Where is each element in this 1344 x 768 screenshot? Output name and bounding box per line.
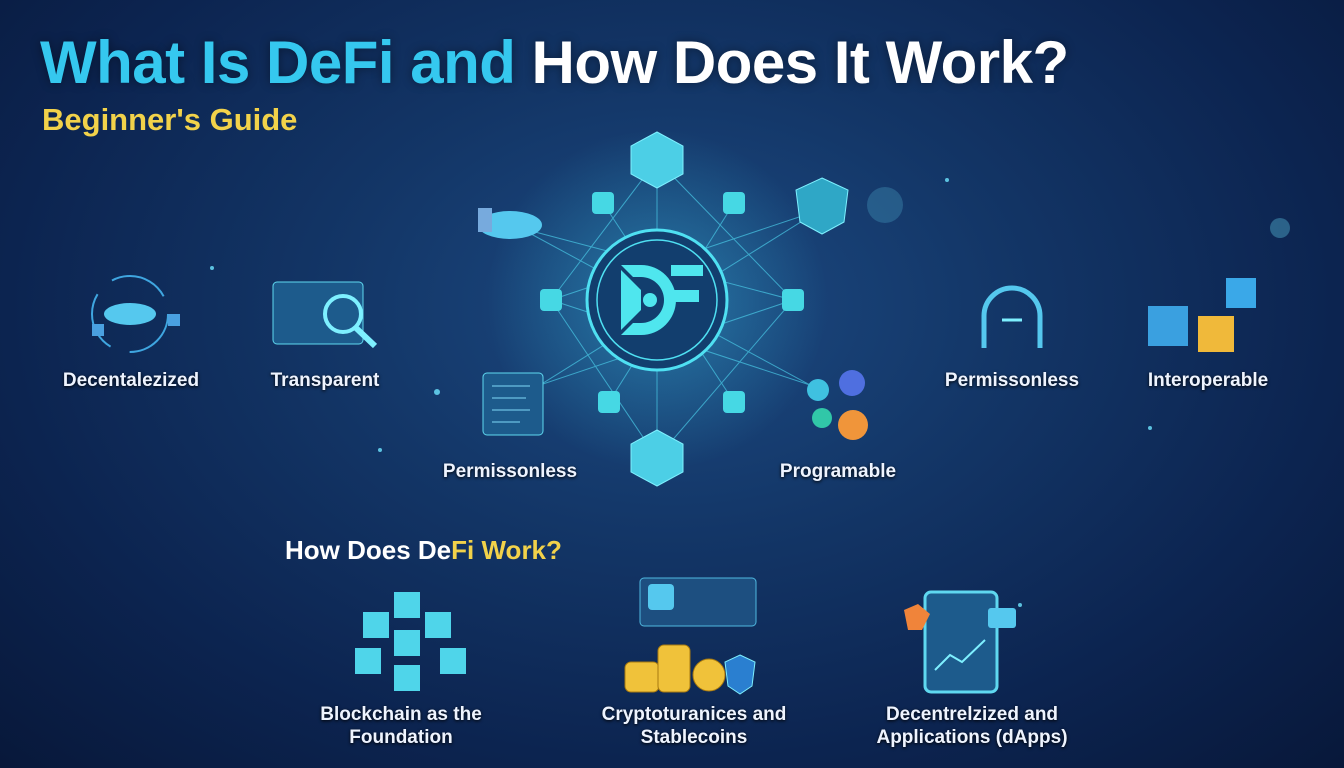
decentralized-icon: [91, 275, 180, 353]
how-heading: How Does DeFi Work?: [285, 535, 562, 566]
work-item-line2: Foundation: [349, 727, 453, 748]
work-item-line1: Cryptoturanices and: [601, 704, 787, 725]
puzzle-icon: [1148, 278, 1256, 352]
gears-icon: [807, 370, 868, 440]
page-subtitle: Beginner's Guide: [42, 102, 298, 137]
work-item-line1: Decentrelzized and: [885, 704, 1059, 725]
work-item-line2: Stablecoins: [640, 727, 748, 748]
document-icon: [482, 372, 544, 436]
hex-nodes: [630, 131, 684, 487]
work-item-line2: Applications (dApps): [876, 727, 1068, 748]
how-heading-yellow: Fi Work?: [451, 535, 562, 565]
title-highlight: What Is DeFi and: [40, 29, 516, 96]
feature-interoperable-label: Interoperable: [1147, 370, 1269, 391]
work-item-line1: Blockchain as the: [320, 704, 482, 725]
blocks-icon: [355, 592, 466, 691]
title-rest: How Does It Work?: [515, 29, 1070, 96]
gate-icon: [981, 285, 1043, 348]
feature-decentralized-label: Decentalezized: [62, 370, 200, 391]
hub-programmable-label: Programable: [779, 461, 897, 482]
feature-permissionless-label: Permissonless: [944, 370, 1080, 391]
how-heading-white: How Does De: [285, 535, 452, 565]
handshake-icon: [478, 208, 542, 239]
defi-logo: [621, 265, 703, 335]
feature-transparent-label: Transparent: [270, 370, 380, 391]
shield-icon: [795, 177, 849, 235]
coins-icon: [624, 577, 757, 695]
transparent-icon: [272, 281, 378, 349]
cube-nodes: [540, 192, 804, 413]
page-title: What Is DeFi and How Does It Work?: [40, 28, 1069, 97]
tablet-app-icon: [904, 590, 1016, 694]
hub-permissionless-label: Permissonless: [442, 461, 578, 482]
